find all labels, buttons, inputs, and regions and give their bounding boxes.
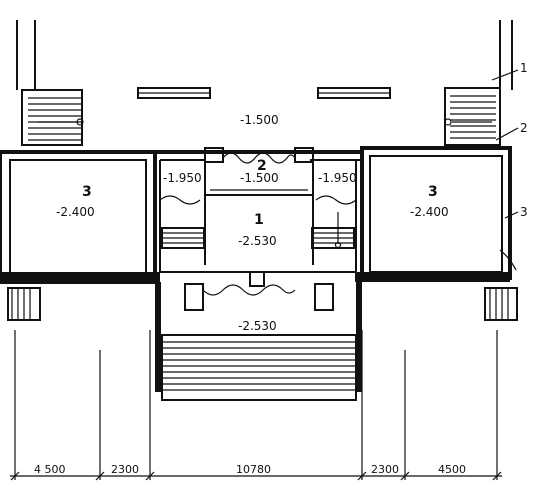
- stair-top-left: [16, 20, 84, 146]
- stair-top-right: [444, 20, 513, 146]
- room-left-number: 3: [82, 184, 92, 200]
- room-2-number: 2: [257, 158, 267, 174]
- level-top-center: -1.500: [240, 113, 279, 127]
- stair-bottom-right: [484, 249, 518, 321]
- room-right-level: -2.400: [410, 205, 449, 219]
- level-bottom-center: -2.530: [238, 319, 277, 333]
- entrance-vestibule: [155, 282, 362, 392]
- room-1-level: -2.530: [238, 234, 277, 248]
- dim-4: 2300: [371, 463, 399, 476]
- room-right: [355, 146, 512, 282]
- dim-2: 2300: [111, 463, 139, 476]
- level-right-side: -1.950: [318, 171, 357, 185]
- dimension-lines: [10, 330, 502, 481]
- room-right-number: 3: [428, 184, 438, 200]
- room-left-level: -2.400: [56, 205, 95, 219]
- room-2-level: -1.500: [240, 171, 279, 185]
- callout-1: 1: [520, 61, 528, 75]
- dim-3: 10780: [236, 463, 271, 476]
- entrance-stairs: [161, 334, 357, 401]
- room-1-number: 1: [254, 212, 264, 228]
- callout-2: 2: [520, 121, 528, 135]
- callout-3: 3: [520, 205, 528, 219]
- central-hall: [155, 147, 362, 287]
- room-left: [0, 150, 160, 284]
- level-left-side: -1.950: [163, 171, 202, 185]
- stair-bottom-left: [7, 277, 41, 321]
- dim-5: 4500: [438, 463, 466, 476]
- dim-1: 4 500: [34, 463, 66, 476]
